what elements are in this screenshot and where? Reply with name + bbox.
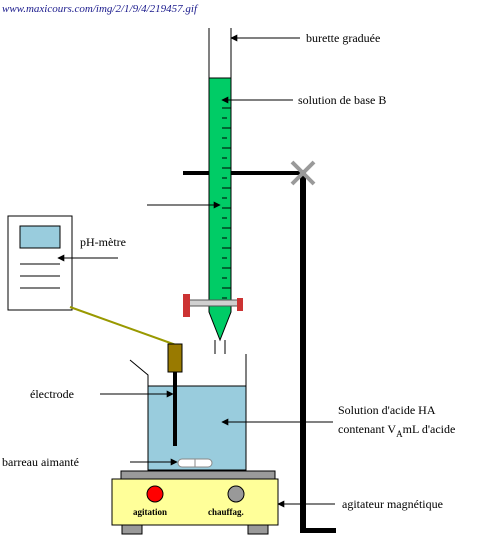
acid-volume-subscript: A: [396, 429, 403, 439]
magnetic-stirrer: agitation chauffag.: [111, 470, 279, 535]
stopcock: [183, 294, 243, 317]
beaker: [129, 354, 247, 471]
agitation-button-label: agitation: [133, 507, 167, 517]
acid-solution-label: Solution d'acide HA: [338, 403, 436, 417]
acid-volume-label: contenant VAmL d'acide: [338, 422, 455, 439]
annotation-arrows: [57, 34, 335, 508]
electrode: [167, 343, 183, 446]
ph-meter: [7, 215, 73, 311]
stir-bar-label: barreau aimanté: [2, 455, 79, 469]
burette: [208, 28, 232, 354]
electrode-cable: [69, 306, 177, 346]
acid-solution: [148, 386, 246, 470]
burette-graduations: [222, 107, 231, 299]
ph-meter-screen: [19, 225, 61, 249]
support-stand: [183, 160, 336, 533]
ph-meter-label: pH-mètre: [80, 235, 126, 249]
burette-label: burette graduée: [306, 31, 380, 45]
source-url: www.maxicours.com/img/2/1/9/4/219457.gif: [2, 3, 199, 15]
base-solution-column: [208, 77, 232, 301]
clamp-cross-icon: [290, 160, 316, 186]
agitation-knob[interactable]: [146, 485, 164, 503]
heating-button-label: chauffag.: [208, 507, 244, 517]
stirrer-label: agitateur magnétique: [342, 497, 443, 511]
heating-knob[interactable]: [227, 485, 245, 503]
base-solution-label: solution de base B: [298, 93, 386, 107]
electrode-label: électrode: [30, 387, 74, 401]
